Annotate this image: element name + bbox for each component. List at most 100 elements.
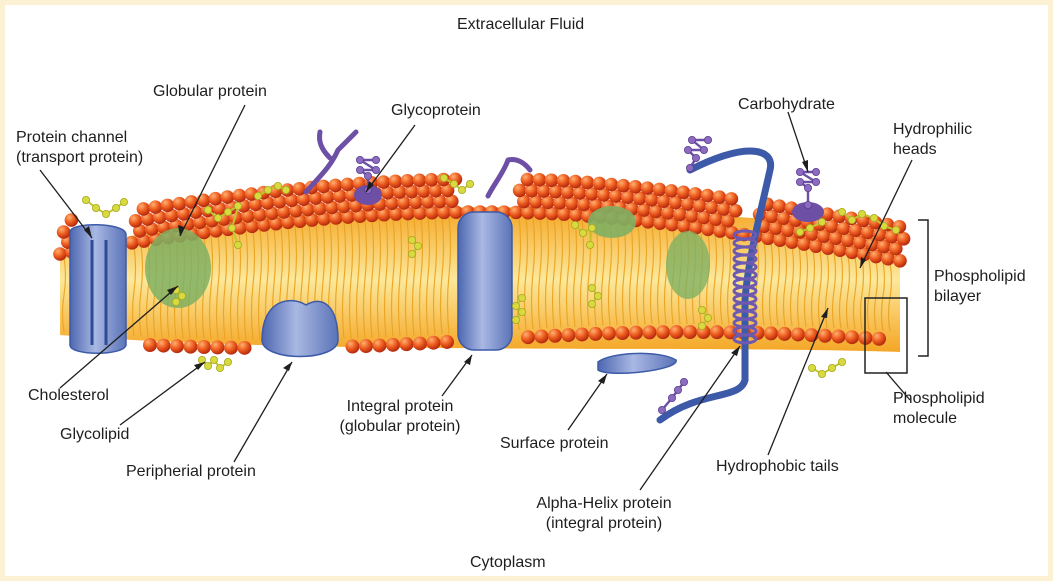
phospholipid-head	[653, 183, 667, 197]
sugar-bead	[588, 224, 595, 231]
glyco-bead	[686, 164, 693, 171]
sugar-bead	[172, 298, 179, 305]
phospholipid-head	[729, 204, 743, 218]
phospholipid-head	[65, 213, 79, 227]
sugar-bead	[586, 241, 593, 248]
sugar-bead	[414, 242, 421, 249]
sugar-bead	[796, 228, 803, 235]
sugar-bead	[234, 202, 241, 209]
phospholipid-head	[533, 173, 547, 187]
phospholipid-head	[713, 190, 727, 204]
glyco-bead	[680, 378, 687, 385]
sugar-bead	[224, 358, 231, 365]
protein-channel	[70, 225, 126, 354]
molecule-line1: Phospholipid	[893, 389, 985, 409]
phospholipid-head	[386, 338, 400, 352]
globular-protein-label: Globular protein	[153, 82, 267, 102]
sugar-bead	[808, 364, 815, 371]
phospholipid-head	[221, 190, 235, 204]
glyco-bead	[356, 166, 363, 173]
sugar-bead	[102, 210, 109, 217]
sugar-bead	[818, 218, 825, 225]
sugar-bead	[224, 208, 231, 215]
phospholipid-head	[616, 326, 630, 340]
hydrophilic-line2: heads	[893, 140, 972, 160]
sugar-bead	[518, 294, 525, 301]
phospholipid-head	[521, 330, 535, 344]
cholesterol-label: Cholesterol	[28, 386, 109, 406]
phospholipid-head	[710, 325, 724, 339]
glyco-bead	[658, 406, 665, 413]
sugar-bead	[806, 224, 813, 231]
surface-protein-label: Surface protein	[500, 434, 609, 454]
sugar-bead	[512, 302, 519, 309]
sugar-bead	[82, 196, 89, 203]
cytoplasm-label: Cytoplasm	[470, 553, 546, 573]
phospholipid-head	[440, 335, 454, 349]
phospholipid-head	[238, 341, 252, 355]
sugar-bead	[120, 198, 127, 205]
glyco-bead	[364, 172, 371, 179]
phospholipid-head	[157, 339, 171, 353]
sugar-bead	[216, 364, 223, 371]
phospholipid-head	[346, 340, 360, 354]
phospholipid-head	[641, 181, 655, 195]
glycoprotein-label: Glycoprotein	[391, 101, 481, 121]
phospholipid-head	[593, 177, 607, 191]
sugar-bead	[512, 316, 519, 323]
phospholipid-head	[197, 340, 211, 354]
phospholipid-head	[329, 179, 343, 193]
sugar-bead	[838, 208, 845, 215]
phospholipid-head	[548, 329, 562, 343]
sugar-bead	[594, 292, 601, 299]
sugar-bead	[408, 236, 415, 243]
phospholipid-head	[137, 202, 151, 216]
sugar-bead	[234, 241, 241, 248]
phospholipid-head	[897, 232, 911, 246]
sugar-bead	[254, 192, 261, 199]
hydrophobic-tails-label: Hydrophobic tails	[716, 457, 839, 477]
sugar-bead	[571, 221, 578, 228]
phospholipid-head	[389, 175, 403, 189]
phospholipid-head	[377, 175, 391, 189]
phospholipid-head	[665, 184, 679, 198]
phospholipid-head	[605, 178, 619, 192]
phospholipid-head	[602, 326, 616, 340]
glyco-bead	[796, 168, 803, 175]
glyco-bead	[700, 146, 707, 153]
phospholipid-head	[209, 192, 223, 206]
glyco-bead	[684, 146, 691, 153]
hydrophilic-line1: Hydrophilic	[893, 120, 972, 140]
sugar-bead	[818, 370, 825, 377]
phospholipid-head	[845, 330, 859, 344]
phospholipid-head	[373, 338, 387, 352]
glyco-bead	[812, 168, 819, 175]
sugar-bead	[204, 362, 211, 369]
sugar-bead	[112, 204, 119, 211]
phospholipid-head	[575, 327, 589, 341]
phospholipid-head	[656, 325, 670, 339]
phospholipid-head	[359, 339, 373, 353]
sugar-bead	[204, 206, 211, 213]
glyco-bead	[674, 386, 681, 393]
phospholipid-head	[413, 173, 427, 187]
phospholipid-bilayer-label: Phospholipid bilayer	[934, 267, 1026, 307]
protein-channel-label: Protein channel (transport protein)	[16, 128, 143, 168]
phospholipid-head	[670, 325, 684, 339]
sugar-chain-link	[812, 362, 842, 374]
glyco-bead	[812, 178, 819, 185]
phospholipid-head	[401, 174, 415, 188]
phospholipid-head	[233, 189, 247, 203]
glycolipid-label: Glycolipid	[60, 425, 129, 445]
extracellular-fluid-label: Extracellular Fluid	[457, 15, 584, 35]
phospholipid-head	[535, 329, 549, 343]
glyco-bead	[372, 156, 379, 163]
phospholipid-head	[893, 254, 907, 268]
molecule-line2: molecule	[893, 409, 985, 429]
phospholipid-head	[701, 189, 715, 203]
phospholipid-head	[173, 197, 187, 211]
phospholipid-head	[521, 173, 535, 187]
integral-line1: Integral protein	[322, 397, 478, 417]
integral-protein-label: Integral protein (globular protein)	[322, 397, 478, 437]
sugar-bead	[518, 308, 525, 315]
